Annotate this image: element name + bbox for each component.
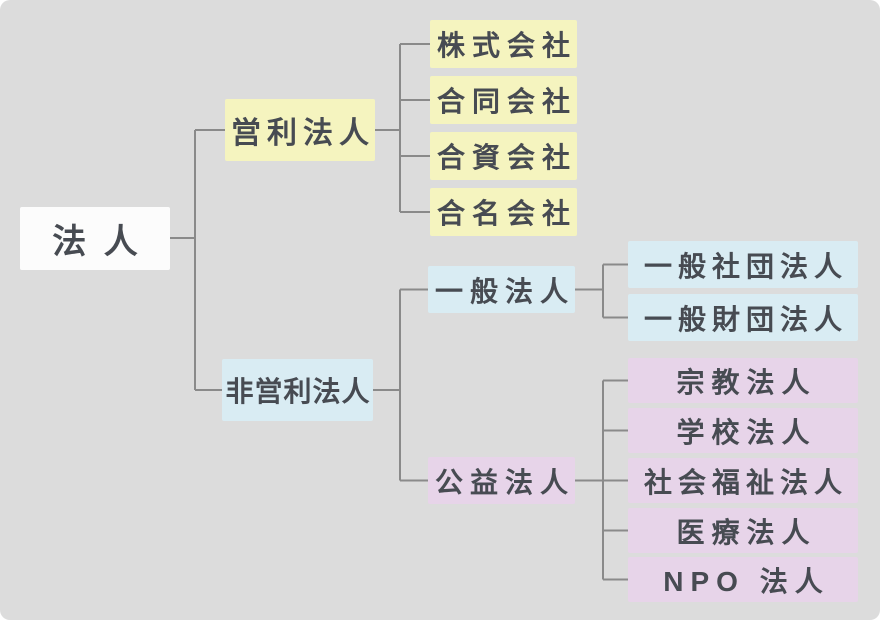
node-ippan-hojin: 一般法人	[428, 266, 575, 313]
node-koeki-hojin: 公益法人	[428, 457, 575, 504]
connector-profit	[375, 43, 430, 213]
node-iryo-hojin: 医療法人	[628, 508, 858, 553]
connector-root	[170, 129, 225, 391]
node-kabushiki-kaisha: 株式会社	[430, 20, 577, 68]
node-goshi-kaisha: 合資会社	[430, 132, 577, 180]
node-npo-hojin: NPO 法人	[628, 557, 858, 602]
connector-nonprofit	[373, 288, 428, 482]
node-hojin: 法 人	[20, 207, 170, 270]
node-shakai-fukushi-hojin: 社会福祉法人	[628, 458, 858, 503]
node-ippan-shadan-hojin: 一般社団法人	[628, 241, 858, 288]
node-eiri-hojin: 営利法人	[225, 99, 375, 161]
node-shukyo-hojin: 宗教法人	[628, 358, 858, 403]
connector-public	[575, 379, 628, 581]
connector-general	[575, 263, 628, 319]
node-godo-kaisha: 合同会社	[430, 76, 577, 124]
node-gomei-kaisha: 合名会社	[430, 188, 577, 236]
node-hieiri-hojin: 非営利法人	[222, 359, 373, 421]
node-gakko-hojin: 学校法人	[628, 408, 858, 453]
node-ippan-zaidan-hojin: 一般財団法人	[628, 294, 858, 341]
